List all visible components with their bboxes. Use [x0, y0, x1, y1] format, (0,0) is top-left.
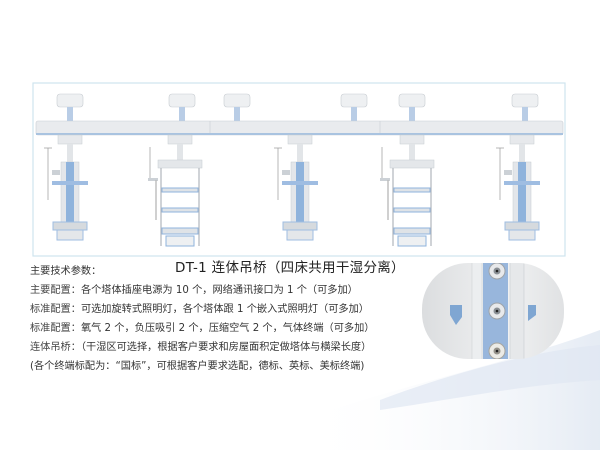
ceiling-lamp-icon — [398, 93, 426, 121]
spec-list: 主要技术参数： 主要配置：各个塔体插座电源为 10 个，网络通讯接口为 1 个（… — [30, 262, 375, 376]
shelf-top — [389, 159, 435, 169]
gas-outlet-closeup-photo — [422, 263, 564, 359]
shelf-pendant-tower — [148, 134, 203, 247]
lamp-head — [398, 93, 426, 108]
product-title: DT-1 连体吊桥（四床共用干湿分离） — [175, 260, 405, 276]
bridge-beam — [35, 120, 564, 136]
monitor-arm — [282, 170, 290, 175]
shelf — [393, 227, 431, 235]
lamp-head — [56, 93, 84, 108]
tower-mount — [167, 134, 193, 145]
spec-label: 标准配置： — [30, 304, 81, 315]
monitor-arm — [380, 178, 390, 181]
tower-pole — [177, 144, 183, 160]
spec-row: 标准配置：可选加旋转式照明灯，各个塔体跟 1 个嵌入式照明灯（可多加） — [30, 300, 375, 319]
tower-pole — [409, 144, 415, 160]
tower-mount — [287, 134, 313, 145]
single-pendant-tower — [496, 134, 540, 241]
tower-base — [504, 221, 540, 231]
lamp-head — [340, 93, 368, 108]
spec-text: (各个终端标配为：“国标”，可根据客户要求选配，德标、英标、美标终端) — [30, 361, 365, 372]
spec-label: 主要配置： — [30, 285, 81, 296]
lamp-arm — [522, 107, 528, 121]
ceiling-lamp-icon — [340, 93, 368, 121]
diagram-frame — [32, 82, 566, 257]
shelf-top — [157, 159, 203, 169]
tower-pole — [67, 144, 73, 162]
lamp-arm — [409, 107, 415, 121]
ceiling-lamp-icon — [168, 93, 196, 121]
spec-row: 连体吊桥：（干湿区可选择，根据客户要求和房屋面积定做塔体与横梁长度） — [30, 338, 375, 357]
spec-label: 标准配置： — [30, 323, 81, 334]
pendant-bridge-diagram — [32, 82, 566, 257]
gas-outlet-icon — [488, 302, 506, 320]
tower-stripe — [66, 162, 74, 222]
spec-row: 主要配置：各个塔体插座电源为 10 个，网络通讯接口为 1 个（可多加） — [30, 281, 375, 300]
tower-stripe — [296, 162, 304, 222]
shelf-pendant-tower — [380, 134, 435, 247]
tower-pole — [297, 144, 303, 162]
lamp-arm — [351, 107, 357, 121]
tower-pole — [519, 144, 525, 162]
spec-heading: 主要技术参数： — [30, 266, 102, 277]
tower-stripe — [518, 162, 526, 222]
tower-base — [52, 221, 88, 231]
single-pendant-tower — [44, 134, 88, 241]
shelf — [393, 207, 431, 213]
tower-mount — [509, 134, 535, 145]
tower-shelf — [52, 181, 88, 185]
gas-outlet-icon — [488, 342, 506, 359]
shelf — [393, 187, 431, 193]
ceiling-lamp-icon — [511, 93, 539, 121]
shelf — [161, 187, 199, 193]
monitor-arm — [52, 170, 60, 175]
tower-drawer — [56, 229, 84, 241]
tower-mount — [399, 134, 425, 145]
monitor-arm — [148, 178, 158, 181]
spec-text: （干湿区可选择，根据客户要求和房屋面积定做塔体与横梁长度） — [80, 342, 372, 353]
tower-drawer — [286, 229, 314, 241]
single-pendant-tower — [274, 134, 318, 241]
tower-shelf — [282, 181, 318, 185]
tower-mount — [57, 134, 83, 145]
spec-label: 连体吊桥： — [30, 342, 81, 353]
lamp-arm — [179, 107, 185, 121]
ceiling-lamp-icon — [56, 93, 84, 121]
spec-text: 可选加旋转式照明灯，各个塔体跟 1 个嵌入式照明灯（可多加） — [80, 304, 369, 315]
spec-text: 各个塔体插座电源为 10 个，网络通讯接口为 1 个（可多加） — [80, 285, 358, 296]
lamp-head — [223, 93, 251, 108]
tower-base — [282, 221, 318, 231]
tower-drawer — [508, 229, 536, 241]
gas-outlet-icon — [488, 263, 506, 280]
lamp-arm — [234, 107, 240, 121]
shelf-drawer — [165, 235, 195, 247]
ceiling-lamp-icon — [223, 93, 251, 121]
shelf-drawer — [397, 235, 427, 247]
lamp-head — [168, 93, 196, 108]
lamp-head — [511, 93, 539, 108]
shelf — [161, 227, 199, 235]
shelf — [161, 207, 199, 213]
spec-text: 氧气 2 个，负压吸引 2 个，压缩空气 2 个，气体终端（可多加） — [80, 323, 375, 334]
spec-row: (各个终端标配为：“国标”，可根据客户要求选配，德标、英标、美标终端) — [30, 357, 375, 376]
monitor-arm — [504, 170, 512, 175]
lamp-arm — [67, 107, 73, 121]
tower-shelf — [504, 181, 540, 185]
spec-row: 标准配置：氧气 2 个，负压吸引 2 个，压缩空气 2 个，气体终端（可多加） — [30, 319, 375, 338]
